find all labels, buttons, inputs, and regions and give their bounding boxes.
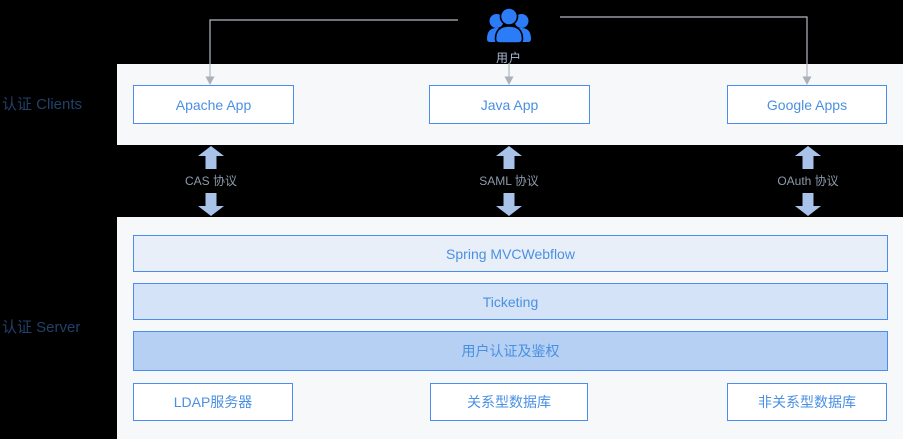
arrow-down-icon <box>795 193 821 216</box>
protocol-cas: CAS 协议 <box>141 146 281 216</box>
section-label-server: 认证 Server <box>2 319 81 336</box>
protocol-label-saml: SAML 协议 <box>479 173 539 188</box>
section-label-clients: 认证 Clients <box>2 96 83 113</box>
protocol-saml: SAML 协议 <box>439 146 579 216</box>
server-layers-group: Spring MVCWebflow Ticketing 用户认证及鉴权 LDAP… <box>117 217 903 439</box>
arrow-down-icon <box>198 193 224 216</box>
client-box-google-apps: Google Apps <box>727 85 887 124</box>
user-label: 用户 <box>495 51 522 65</box>
arrow-up-icon <box>496 146 522 169</box>
client-box-apache-app: Apache App <box>133 85 294 124</box>
protocol-label-cas: CAS 协议 <box>184 173 237 188</box>
protocol-oauth: OAuth 协议 <box>738 146 878 216</box>
arrow-down-icon <box>496 193 522 216</box>
server-layer-ticketing: Ticketing <box>133 283 888 320</box>
user-node: 用户 <box>463 5 555 66</box>
server-layer-auth: 用户认证及鉴权 <box>133 331 888 371</box>
users-group-icon <box>487 7 531 44</box>
store-box-ldap: LDAP服务器 <box>133 383 293 421</box>
protocol-label-oauth: OAuth 协议 <box>777 173 839 188</box>
arrow-up-icon <box>795 146 821 169</box>
store-box-relational-db: 关系型数据库 <box>430 383 588 421</box>
server-layer-spring-mvc-webflow: Spring MVCWebflow <box>133 235 888 272</box>
arrow-up-icon <box>198 146 224 169</box>
client-box-java-app: Java App <box>429 85 590 124</box>
store-box-non-relational-db: 非关系型数据库 <box>727 383 887 421</box>
